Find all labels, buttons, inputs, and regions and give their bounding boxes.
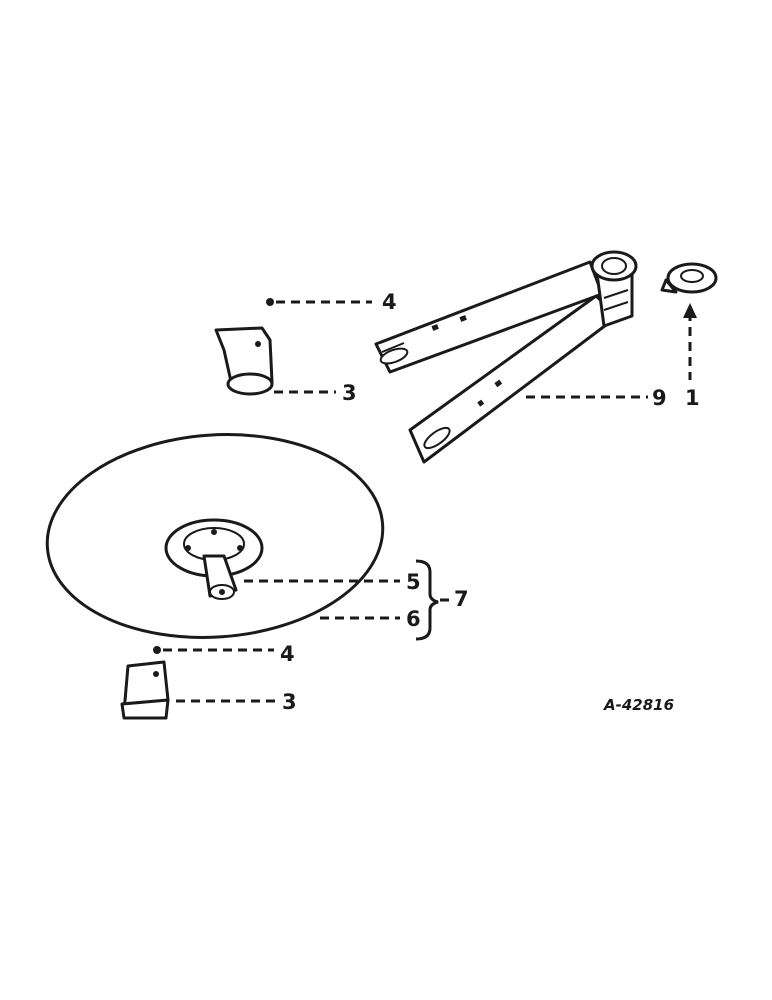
forked-arm-part: [374, 250, 638, 464]
callout-bracket-lower: 3: [282, 690, 297, 714]
bolt-lower-part: [153, 646, 161, 654]
callout-hub: 5: [406, 570, 421, 594]
callout-disk: 6: [406, 607, 421, 631]
callout-collar: 1: [685, 386, 700, 410]
callout-bracket-upper: 3: [342, 381, 357, 405]
callout-arm: 9: [652, 386, 667, 410]
leader-collar-arrowhead: [683, 303, 697, 318]
bracket-upper-part: [214, 326, 274, 396]
hub-part: [164, 518, 264, 600]
collar-part: [660, 262, 718, 294]
callout-bolt-upper: 4: [382, 290, 397, 314]
bracket-lower-part: [120, 660, 170, 720]
callout-assembly: 7: [454, 587, 469, 611]
callout-bolt-lower: 4: [280, 642, 295, 666]
figure-number: A-42816: [603, 696, 674, 714]
assembly-brace: [415, 559, 439, 641]
bolt-upper-part: [266, 298, 274, 306]
